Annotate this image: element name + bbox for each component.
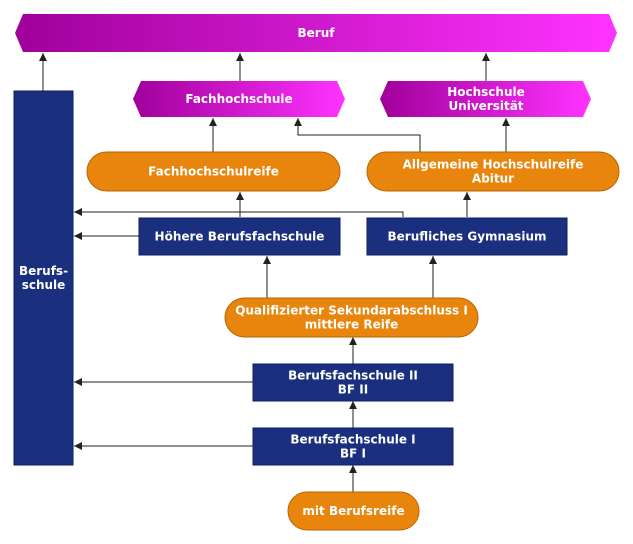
label-line: Fachhochschule: [185, 92, 292, 106]
label-line: Abitur: [472, 171, 514, 185]
label-line: Beruf: [298, 26, 336, 40]
node-hoehere-bfs[interactable]: Höhere Berufsfachschule: [138, 217, 341, 256]
node-beruf-shape: [15, 14, 617, 52]
label-line: Hochschule: [447, 85, 525, 99]
label-line: Berufsfachschule I: [290, 432, 415, 446]
node-hoehere-bfs-shape: [138, 217, 341, 256]
node-fachhochschule-shape: [133, 81, 345, 117]
node-berufsschule[interactable]: Berufs-schule: [13, 90, 74, 466]
node-hoehere-bfs-label: Höhere Berufsfachschule: [155, 229, 325, 243]
node-bf2-shape: [252, 363, 454, 402]
node-hochschulreife-shape: [366, 151, 620, 192]
node-fachhochschulreife-shape: [86, 151, 341, 192]
label-line: Allgemeine Hochschulreife: [403, 157, 584, 171]
node-berufsschule-shape: [13, 90, 74, 466]
node-hochschule-shape: [380, 81, 591, 117]
label-line: Höhere Berufsfachschule: [155, 229, 325, 243]
node-fachhochschule[interactable]: Fachhochschule: [133, 81, 345, 117]
node-bg-label: Berufliches Gymnasium: [388, 229, 547, 243]
node-berufsschule-label: Berufs-schule: [19, 264, 68, 292]
node-bg[interactable]: Berufliches Gymnasium: [366, 217, 568, 256]
label-line: Berufliches Gymnasium: [388, 229, 547, 243]
label-line: Qualifizierter Sekundarabschluss I: [235, 303, 468, 317]
edges: [39, 53, 510, 492]
node-fachhochschulreife[interactable]: Fachhochschulreife: [86, 151, 341, 192]
node-berufsreife[interactable]: mit Berufsreife: [287, 491, 420, 531]
node-fachhochschulreife-label: Fachhochschulreife: [148, 164, 279, 178]
label-line: mit Berufsreife: [302, 504, 404, 518]
label-line: Berufs-: [19, 264, 68, 278]
node-beruf-label: Beruf: [298, 26, 336, 40]
label-line: Berufsfachschule II: [288, 368, 418, 382]
node-sek1-shape: [224, 297, 479, 338]
node-beruf[interactable]: Beruf: [15, 14, 617, 52]
node-berufsreife-shape: [287, 491, 420, 531]
node-bg-shape: [366, 217, 568, 256]
label-line: Fachhochschulreife: [148, 164, 279, 178]
label-line: BF I: [340, 446, 366, 460]
label-line: Universität: [448, 99, 523, 113]
node-fachhochschule-label: Fachhochschule: [185, 92, 292, 106]
node-bf1-shape: [252, 427, 454, 466]
edge-hochschulreife-fachhochschule: [294, 118, 421, 152]
edge-fachhochschulreife-berufsschule: [74, 208, 404, 217]
label-line: BF II: [338, 382, 368, 396]
label-line: schule: [22, 278, 66, 292]
label-line: mittlere Reife: [305, 317, 398, 331]
node-berufsreife-label: mit Berufsreife: [302, 504, 404, 518]
